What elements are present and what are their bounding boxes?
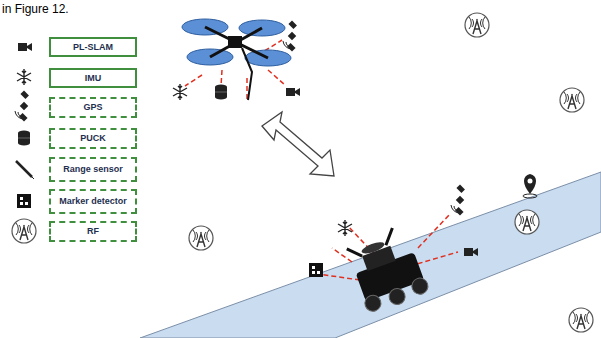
sensor-box: Range sensor <box>49 157 137 182</box>
sensor-box: RF <box>49 221 137 242</box>
sensor-label: IMU <box>85 74 102 83</box>
sensor-label: Marker detector <box>59 197 127 206</box>
sensor-label: Range sensor <box>63 165 123 174</box>
sensor-label: PL-SLAM <box>73 43 113 52</box>
sensor-box: Marker detector <box>49 189 137 214</box>
caption-fragment: in Figure 12. <box>2 2 69 16</box>
sensor-box: PL-SLAM <box>49 37 137 57</box>
sensor-box: IMU <box>49 68 137 88</box>
sensor-box: PUCK <box>49 128 137 149</box>
sensor-label: PUCK <box>80 134 106 143</box>
sensor-label: GPS <box>83 103 102 112</box>
sensor-label: RF <box>87 227 99 236</box>
sensor-box: GPS <box>49 97 137 118</box>
